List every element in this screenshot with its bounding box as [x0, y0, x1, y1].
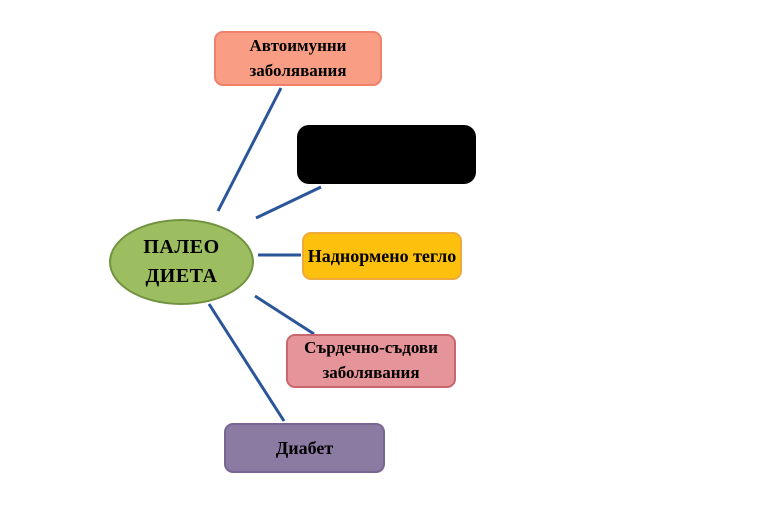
center-node-paleo-diet: ПАЛЕО ДИЕТА: [109, 219, 254, 305]
node-diabetes: Диабет: [224, 423, 385, 473]
connector-center-to-redacted: [255, 185, 322, 220]
node-overweight-label: Наднормено тегло: [307, 245, 457, 266]
node-cardiovascular-label-line1: Сърдечно-съдови: [304, 338, 438, 358]
connector-center-to-diabetes: [207, 303, 286, 422]
node-overweight: Наднормено тегло: [302, 232, 462, 280]
center-node-label-line1: ПАЛЕО: [143, 236, 220, 258]
node-cardiovascular-label-line2: заболявания: [322, 363, 420, 382]
node-autoimmune-diseases: Автоимунни заболявания: [214, 31, 382, 86]
node-autoimmune-label-line1: Автоимунни: [249, 35, 347, 55]
node-diabetes-label: Диабет: [275, 437, 334, 458]
node-autoimmune-label-line2: заболявания: [249, 60, 347, 80]
node-redacted-black-box: [297, 125, 476, 184]
connector-center-to-autoimmune: [216, 87, 283, 212]
center-node-label-line2: ДИЕТА: [145, 265, 218, 287]
node-cardiovascular-diseases: Сърдечно-съдови заболявания: [286, 334, 456, 388]
connector-center-to-cardiovascular: [254, 294, 315, 336]
